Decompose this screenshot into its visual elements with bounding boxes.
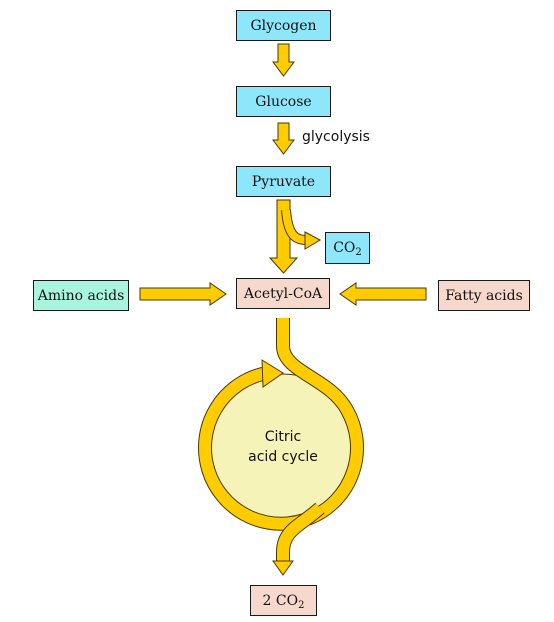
cycle-label-line2: acid cycle (248, 449, 318, 465)
amino-acids-label: Amino acids (37, 287, 125, 304)
glucose-node: Glucose (236, 86, 331, 117)
glucose-to-pyruvate-arrow (272, 122, 295, 155)
fatty-acids-arrow (339, 282, 427, 306)
glucose-label: Glucose (255, 93, 312, 110)
cycle-label-line1: Citric (264, 429, 302, 445)
glycogen-to-glucose-arrow (272, 43, 295, 77)
acetyl-coa-label: Acetyl-CoA (243, 285, 323, 302)
two-co2-label: 2 CO2 (262, 592, 305, 611)
co2-label: CO2 (333, 240, 362, 258)
amino-acids-node: Amino acids (33, 280, 129, 311)
glycogen-label: Glycogen (250, 17, 317, 34)
pyruvate-node: Pyruvate (236, 166, 331, 197)
fatty-acids-node: Fatty acids (438, 280, 530, 311)
glycogen-node: Glycogen (236, 10, 331, 41)
citric-acid-cycle-label: Citric acid cycle (230, 427, 336, 467)
two-co2-node: 2 CO2 (250, 585, 317, 616)
acetyl-coa-node: Acetyl-CoA (236, 278, 330, 309)
co2-node: CO2 (325, 232, 370, 264)
pyruvate-to-acetyl-coa-arrow (268, 199, 322, 274)
glycolysis-label: glycolysis (302, 129, 370, 145)
cycle-loop-arrow (198, 318, 364, 576)
pyruvate-label: Pyruvate (251, 173, 316, 190)
amino-acids-arrow (139, 282, 227, 306)
fatty-acids-label: Fatty acids (445, 287, 523, 304)
